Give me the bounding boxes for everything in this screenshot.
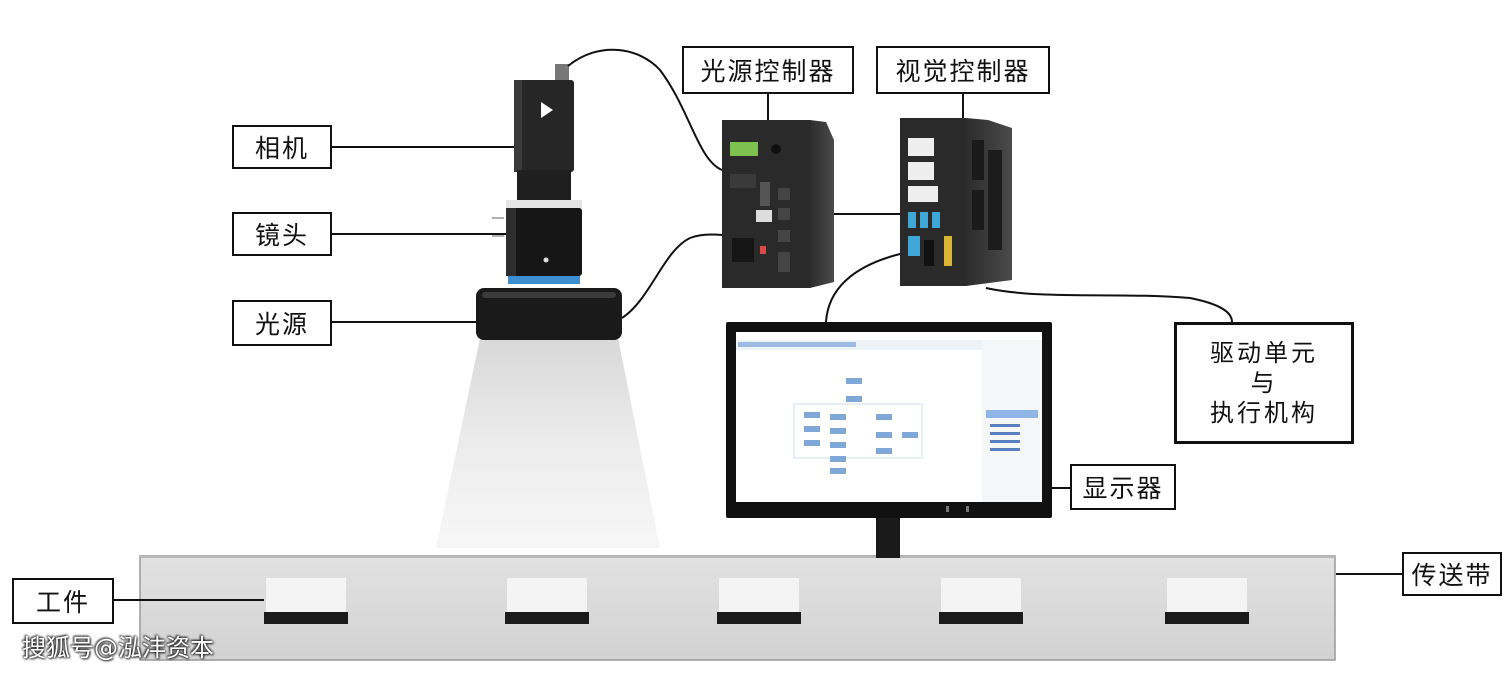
- label-camera: 相机: [232, 125, 332, 169]
- label-lens: 镜头: [232, 212, 332, 256]
- label-display: 显示器: [1070, 464, 1176, 510]
- label-drive-unit-line1: 驱动单元: [1210, 339, 1318, 367]
- monitor-device: [726, 322, 1052, 558]
- drive-cable: [985, 287, 1233, 323]
- light-beam: [436, 338, 660, 548]
- label-workpiece: 工件: [12, 578, 114, 624]
- cables: [567, 48, 1233, 323]
- label-connectors: [114, 94, 1402, 601]
- label-vision-controller: 视觉控制器: [876, 46, 1050, 94]
- label-conveyor: 传送带: [1402, 552, 1502, 596]
- vision-controller-device: [900, 118, 1012, 286]
- label-drive-unit-line3: 执行机构: [1210, 399, 1318, 427]
- ring-light-device: [476, 288, 622, 340]
- monitor-cable: [825, 253, 901, 323]
- label-light-source: 光源: [232, 300, 332, 346]
- workpiece-1: [264, 578, 348, 624]
- watermark: 搜狐号@泓沣资本: [22, 634, 214, 662]
- label-drive-unit: 驱动单元 与 执行机构: [1174, 322, 1354, 444]
- workpiece-3: [717, 578, 801, 624]
- workpiece-5: [1165, 578, 1249, 624]
- light-controller-device: [722, 120, 834, 288]
- ring-light-cable: [621, 233, 723, 319]
- lens-device: [492, 200, 582, 284]
- camera-cable: [567, 48, 723, 171]
- camera-device: [514, 64, 574, 202]
- workpieces: [264, 578, 1249, 624]
- label-drive-unit-line2: 与: [1250, 369, 1278, 397]
- workpiece-2: [505, 578, 589, 624]
- workpiece-4: [939, 578, 1023, 624]
- label-light-controller: 光源控制器: [682, 46, 854, 94]
